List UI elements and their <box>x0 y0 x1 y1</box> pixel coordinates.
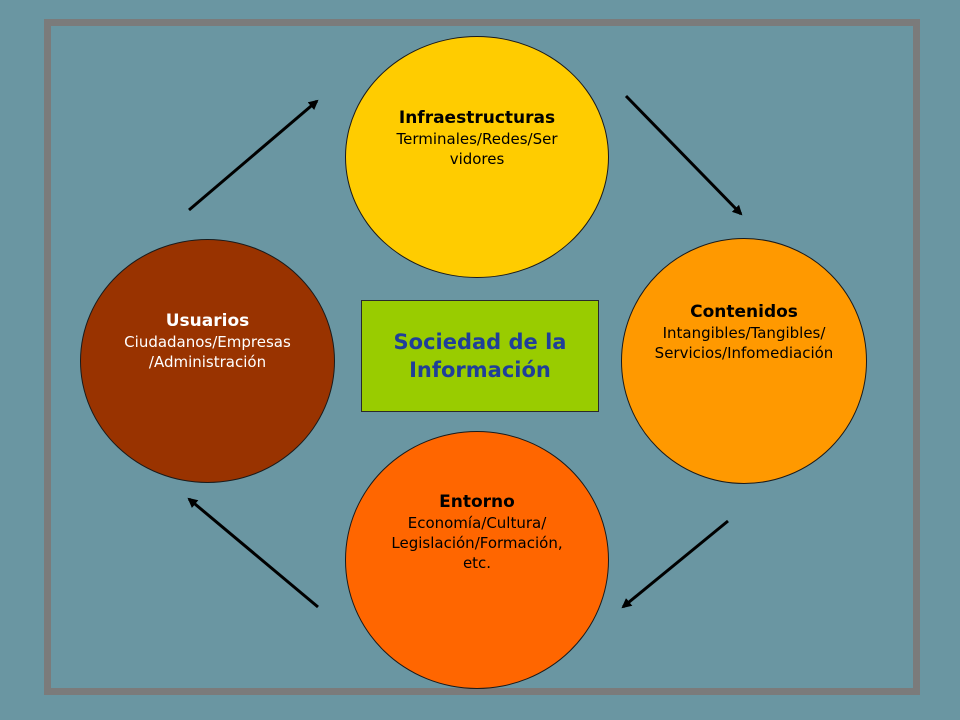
center-concept-line2: Información <box>409 358 551 382</box>
node-entorno-line3: etc. <box>462 554 492 572</box>
node-entorno-line1: Economía/Cultura/ <box>407 514 547 532</box>
node-infraestructuras-line2: vidores <box>449 150 505 168</box>
node-entorno-line2: Legislación/Formación, <box>391 534 563 552</box>
arrow-contenidos-to-entorno <box>621 519 729 609</box>
node-infraestructuras: Infraestructuras Terminales/Redes/Ser vi… <box>345 36 609 278</box>
arrow-entorno-to-usuarios <box>187 497 319 609</box>
node-usuarios-title: Usuarios <box>165 311 250 331</box>
center-concept: Sociedad de la Información <box>361 300 599 412</box>
node-contenidos: Contenidos Intangibles/Tangibles/ Servic… <box>621 238 867 484</box>
node-infraestructuras-title: Infraestructuras <box>398 108 556 128</box>
center-concept-line1: Sociedad de la <box>393 330 567 354</box>
arrow-usuarios-to-infraestructuras <box>188 99 319 212</box>
node-contenidos-line1: Intangibles/Tangibles/ <box>662 324 826 342</box>
node-usuarios-line2: /Administración <box>148 353 267 371</box>
node-usuarios: Usuarios Ciudadanos/Empresas /Administra… <box>80 239 335 483</box>
node-usuarios-line1: Ciudadanos/Empresas <box>124 333 291 351</box>
node-entorno-title: Entorno <box>439 492 515 512</box>
node-contenidos-title: Contenidos <box>690 302 798 322</box>
arrow-infraestructuras-to-contenidos <box>624 94 743 216</box>
node-infraestructuras-line1: Terminales/Redes/Ser <box>396 130 558 148</box>
node-contenidos-line2: Servicios/Infomediación <box>654 344 834 362</box>
node-entorno: Entorno Economía/Cultura/ Legislación/Fo… <box>345 431 609 689</box>
